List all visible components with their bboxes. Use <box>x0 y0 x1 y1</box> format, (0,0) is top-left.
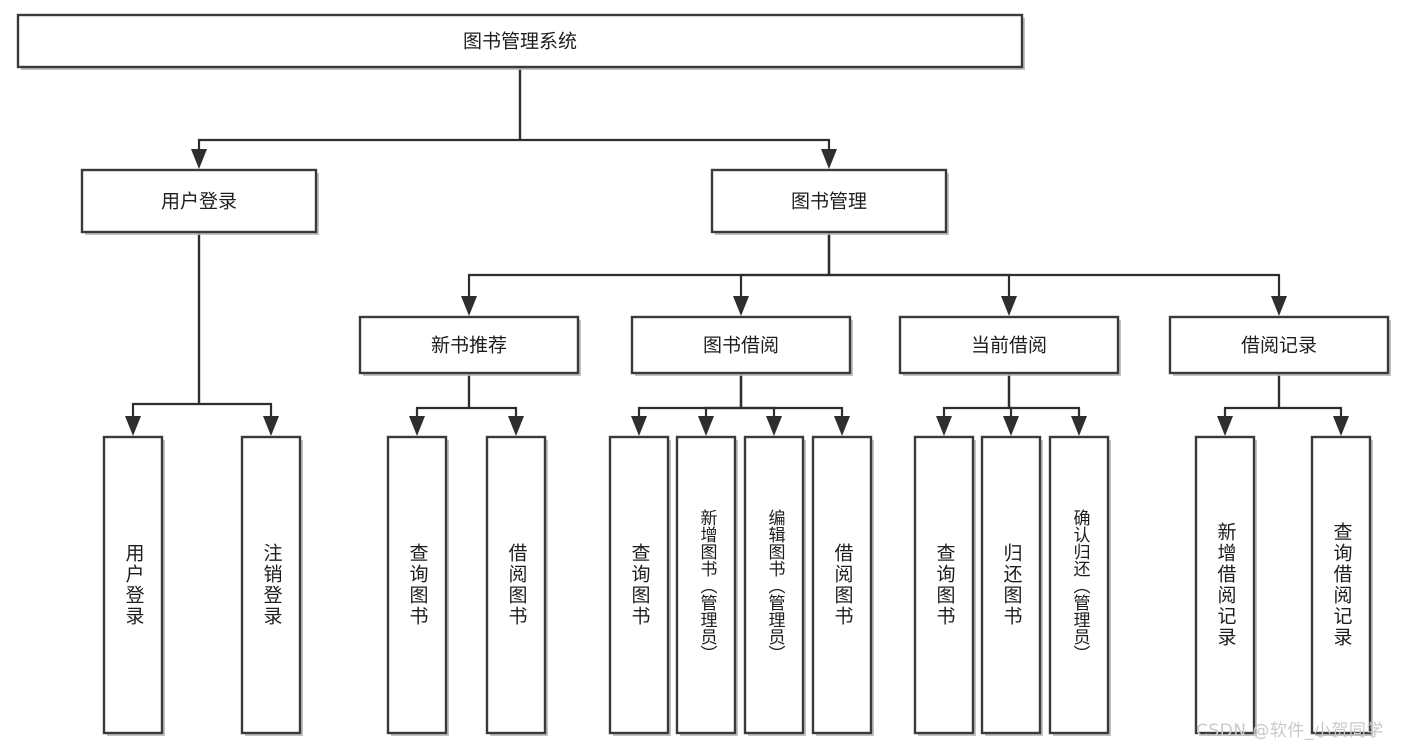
leaf-node-box[interactable] <box>1310 435 1372 735</box>
connector-edge <box>191 67 522 169</box>
connector-edge <box>936 373 1011 436</box>
leaf-node-box[interactable] <box>386 435 448 735</box>
leaf-node-box[interactable] <box>980 435 1042 735</box>
connector-edge <box>467 373 524 436</box>
connector-edge <box>1277 373 1349 436</box>
level2-node-label: 新书推荐 <box>431 335 507 357</box>
level2-node-box[interactable] <box>898 315 1120 375</box>
level2-node-box[interactable] <box>630 315 852 375</box>
arrow-head-icon <box>461 296 477 316</box>
level2-node-label: 借阅记录 <box>1241 335 1317 357</box>
leaf-node-box[interactable] <box>1194 435 1256 735</box>
csdn-watermark: CSDN @软件_小贺同学 <box>1196 721 1384 741</box>
connector-edge <box>409 373 471 436</box>
connector-elbow <box>829 273 1281 300</box>
connector-edge <box>739 373 850 436</box>
connector-edge <box>827 232 1287 316</box>
level2-node-box[interactable] <box>358 315 580 375</box>
connector-elbow <box>942 406 1009 420</box>
connector-elbow <box>131 402 199 420</box>
arrow-head-icon <box>1217 416 1233 436</box>
root-node-label: 图书管理系统 <box>463 31 577 53</box>
arrow-head-icon <box>631 416 647 436</box>
root-node-box[interactable] <box>16 13 1024 69</box>
arrow-head-icon <box>834 416 850 436</box>
arrow-head-icon <box>409 416 425 436</box>
arrow-head-icon <box>1001 296 1017 316</box>
level1-node-box[interactable] <box>80 168 318 234</box>
connector-elbow <box>415 406 469 420</box>
leaf-node-box[interactable] <box>811 435 873 735</box>
arrow-head-icon <box>1271 296 1287 316</box>
leaf-node-box[interactable] <box>608 435 670 735</box>
connector-edge <box>518 67 837 169</box>
level1-node-label: 图书管理 <box>791 191 867 213</box>
connector-edge <box>197 232 279 436</box>
leaf-node-box[interactable] <box>102 435 164 735</box>
level1-node-label: 用户登录 <box>161 191 237 213</box>
connector-elbow <box>829 273 1011 300</box>
arrow-head-icon <box>936 416 952 436</box>
connector-edge <box>1007 373 1087 436</box>
level2-node-label: 当前借阅 <box>971 335 1047 357</box>
connector-elbow <box>739 273 829 300</box>
arrow-head-icon <box>1071 416 1087 436</box>
connector-edge <box>631 373 743 436</box>
arrow-head-icon <box>508 416 524 436</box>
level1-node-box[interactable] <box>710 168 948 234</box>
connector-edge <box>125 232 201 436</box>
connector-edge <box>733 232 831 316</box>
arrow-head-icon <box>733 296 749 316</box>
connector-edge <box>739 373 782 436</box>
leaf-node-box[interactable] <box>743 435 805 735</box>
connector-elbow <box>520 138 831 153</box>
connector-elbow <box>1009 406 1081 420</box>
arrow-head-icon <box>821 149 837 169</box>
level2-node-label: 图书借阅 <box>703 335 779 357</box>
leaf-node-box[interactable] <box>240 435 302 735</box>
connector-elbow <box>199 402 273 420</box>
arrow-head-icon <box>1003 416 1019 436</box>
connector-elbow <box>1279 406 1343 420</box>
connector-edge <box>698 373 743 436</box>
arrow-head-icon <box>698 416 714 436</box>
node-box-layer <box>16 13 1391 736</box>
connector-elbow <box>467 273 829 300</box>
arrow-head-icon <box>766 416 782 436</box>
leaf-node-box[interactable] <box>913 435 975 735</box>
level2-node-box[interactable] <box>1168 315 1390 375</box>
arrow-head-icon <box>125 416 141 436</box>
connector-edge <box>1003 373 1019 436</box>
arrow-head-icon <box>263 416 279 436</box>
arrow-head-icon <box>1333 416 1349 436</box>
connector-layer <box>125 67 1349 436</box>
connector-edge <box>1217 373 1281 436</box>
connector-elbow <box>1223 406 1279 420</box>
leaf-node-box[interactable] <box>675 435 737 735</box>
arrow-head-icon <box>191 149 207 169</box>
leaf-node-box[interactable] <box>485 435 547 735</box>
connector-elbow <box>197 138 520 153</box>
connector-elbow <box>741 406 844 420</box>
connector-elbow <box>637 406 741 420</box>
leaf-node-box[interactable] <box>1048 435 1110 735</box>
